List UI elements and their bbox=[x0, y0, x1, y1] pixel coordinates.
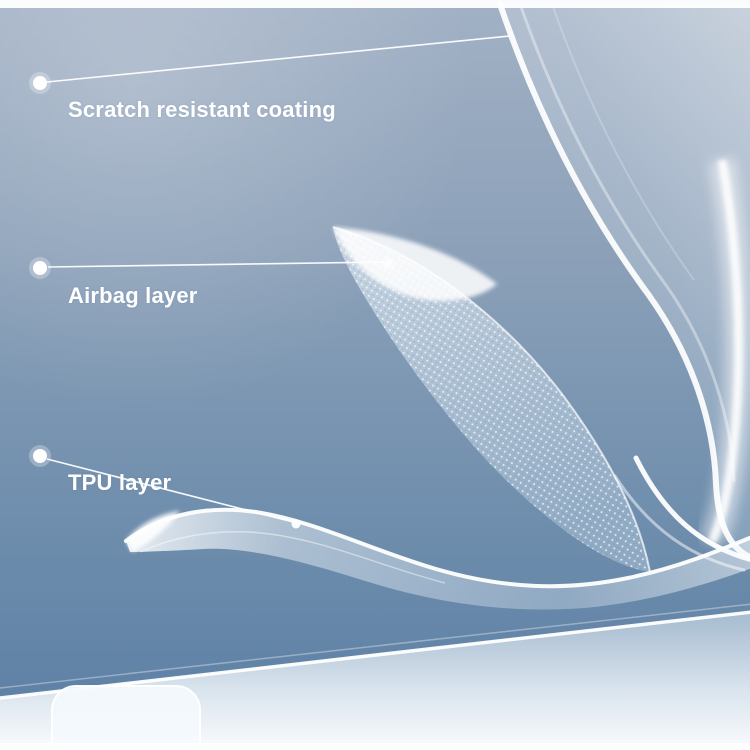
callout-label-scratch-coating: Scratch resistant coating bbox=[68, 97, 336, 122]
callout-dot-scratch-coating bbox=[33, 76, 47, 90]
leader-line-tpu bbox=[46, 458, 294, 523]
callout-dot-airbag bbox=[33, 261, 47, 275]
callout-label-airbag: Airbag layer bbox=[68, 283, 198, 308]
case-base-graphic bbox=[0, 603, 750, 750]
leader-line-airbag bbox=[47, 261, 385, 268]
glass-coating-graphic bbox=[497, 1, 750, 572]
callout-label-tpu: TPU layer bbox=[68, 470, 172, 495]
leader-endpoint-dot-tpu bbox=[291, 519, 301, 529]
callout-leaders bbox=[46, 35, 511, 523]
callout-dots bbox=[29, 72, 301, 529]
leader-line-scratch-coating bbox=[46, 35, 511, 83]
callout-dot-tpu bbox=[33, 449, 47, 463]
airbag-mesh-graphic bbox=[332, 226, 651, 573]
tpu-layer-graphic bbox=[124, 507, 750, 610]
camera-bump-graphic bbox=[51, 685, 201, 750]
